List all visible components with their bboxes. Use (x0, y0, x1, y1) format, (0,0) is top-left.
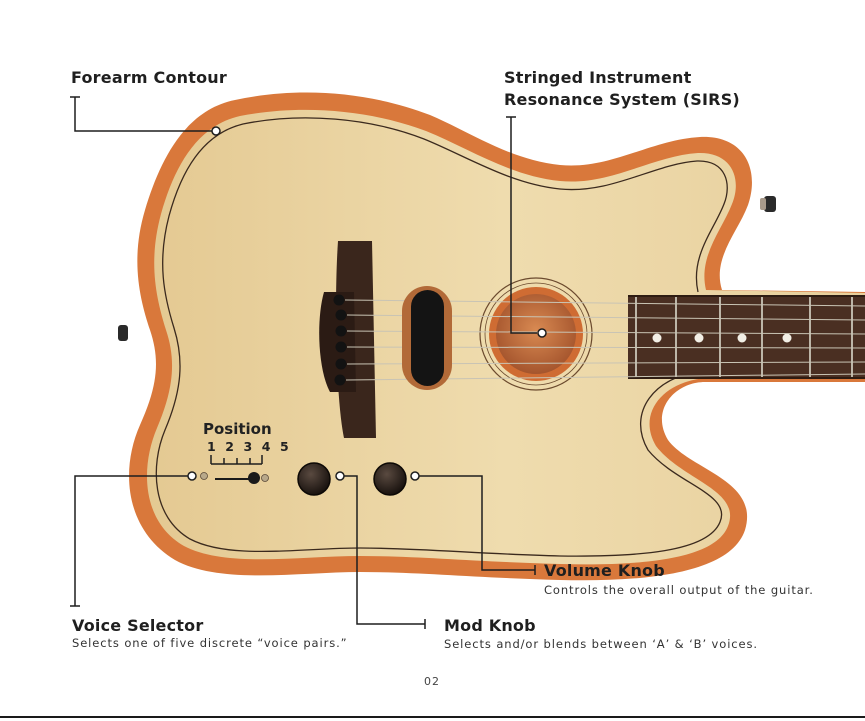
soundhole (480, 278, 592, 390)
pickup (402, 286, 452, 390)
position-numbers: 1 2 3 4 5 (207, 439, 291, 454)
bottom-rule (0, 716, 865, 718)
volume-knob (374, 463, 406, 495)
strap-button-upper (760, 196, 776, 212)
volume-knob-title: Volume Knob (544, 561, 665, 580)
voice-selector-title: Voice Selector (72, 616, 203, 635)
mod-knob-description: Selects and/or blends between ‘A’ & ‘B’ … (444, 637, 758, 651)
fretboard (628, 296, 865, 378)
sirs-title-line2: Resonance System (SIRS) (504, 90, 740, 109)
volume-knob-description: Controls the overall output of the guita… (544, 583, 814, 597)
voice-selector-description: Selects one of five discrete “voice pair… (72, 636, 348, 650)
forearm-contour-title: Forearm Contour (71, 68, 227, 87)
sirs-title-line1: Stringed Instrument (504, 68, 691, 87)
mod-knob-title: Mod Knob (444, 616, 536, 635)
page-number: 02 (424, 675, 440, 688)
position-title: Position (203, 420, 272, 438)
mod-knob (298, 463, 330, 495)
strap-button-lower (118, 325, 128, 341)
